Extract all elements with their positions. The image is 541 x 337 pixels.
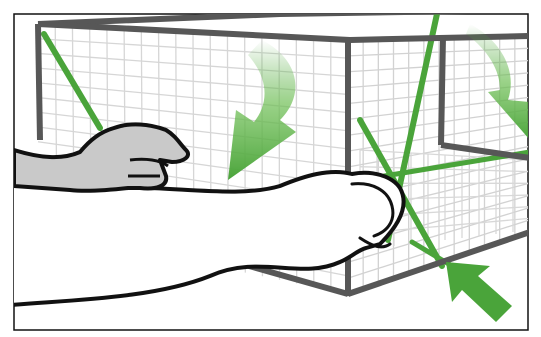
cage-trap-illustration: [0, 0, 541, 337]
